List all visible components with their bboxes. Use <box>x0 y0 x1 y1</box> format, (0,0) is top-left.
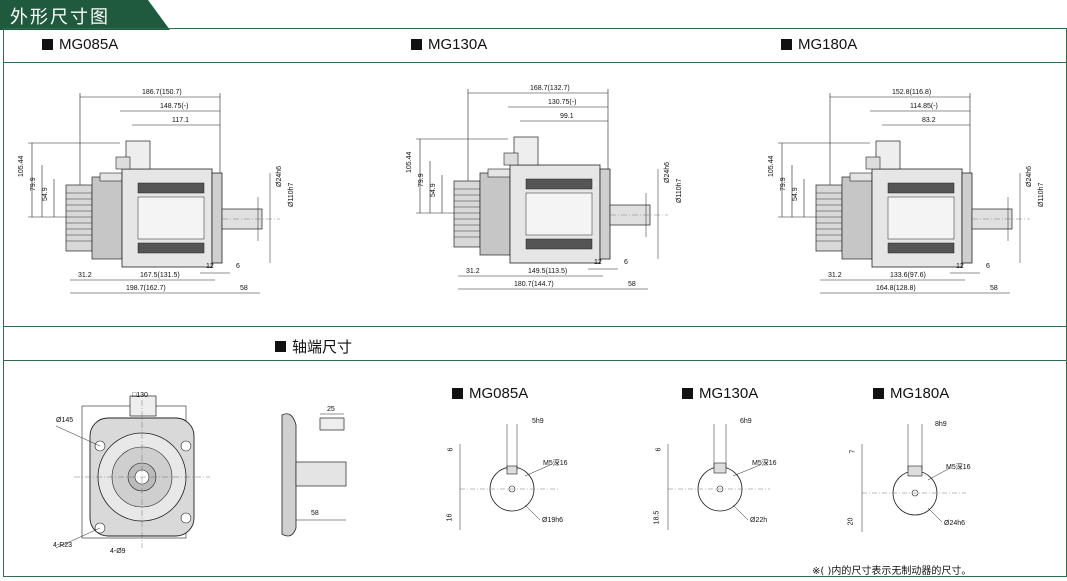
shaft-end-label-3: MG180A <box>873 385 949 402</box>
motor3-dim-left: 31.2 <box>828 272 842 279</box>
end2-thread: M5深16 <box>752 460 777 467</box>
front-flange-view <box>55 395 210 549</box>
side-shaft-dim: 58 <box>311 510 319 517</box>
motor1-dim-left: 31.2 <box>78 272 92 279</box>
model-label-1: MG085A <box>42 36 118 53</box>
end1-key: 5h9 <box>532 418 544 425</box>
bullet-square-icon <box>781 39 792 50</box>
motor3-dim-inner: 83.2 <box>922 117 936 124</box>
end1-dia: Ø19h6 <box>542 517 564 524</box>
bullet-square-icon <box>873 388 884 399</box>
bullet-square-icon <box>411 39 422 50</box>
motor2-dim-left: 31.2 <box>466 268 480 275</box>
end1-thread: M5深16 <box>543 460 568 467</box>
motor3-dim-d12: 12 <box>956 263 964 270</box>
front-radius-dim: 4-R23 <box>53 542 73 549</box>
shaft-end-1 <box>459 424 560 530</box>
motor3-dim-shaft_len: 58 <box>990 285 998 292</box>
motor3-dim-overall: 152.8(116.8) <box>892 89 932 96</box>
end2-dia: Ø22h <box>750 517 768 524</box>
motor1-dim-total: 198.7(162.7) <box>126 285 166 292</box>
shaft-end-2 <box>667 424 770 530</box>
front-pcd-dim: Ø145 <box>56 417 74 424</box>
motor2-dim-body: 149.5(113.5) <box>528 268 568 275</box>
end1-top: 6 <box>447 447 455 452</box>
end3-thread: M5深16 <box>946 464 971 471</box>
motor1-dim-body: 167.5(131.5) <box>140 272 180 279</box>
model-label-3: MG180A <box>781 36 857 53</box>
motor2-dim-d6: 6 <box>624 259 628 266</box>
end3-top: 7 <box>849 449 857 454</box>
section-title-tab <box>0 0 170 30</box>
end2-top: 6 <box>655 447 663 452</box>
motor1-dim-shaft_len: 58 <box>240 285 248 292</box>
motor1-dim-d12: 12 <box>206 263 214 270</box>
motor3-dim-body: 133.6(97.6) <box>890 272 926 279</box>
motor3-dim-d6: 6 <box>986 263 990 270</box>
side-shaft-view <box>281 413 347 537</box>
end1-bottom: 16 <box>446 513 454 522</box>
motor1-dim-d6: 6 <box>236 263 240 270</box>
shaft-end-label-2: MG130A <box>682 385 758 402</box>
motor2-dim-mid: 130.75(-) <box>548 99 577 106</box>
end3-key: 8h9 <box>935 421 947 428</box>
end3-dia: Ø24h6 <box>944 520 966 527</box>
shaft-end-3 <box>861 424 966 532</box>
motor1-dim-mid: 148.75(-) <box>160 103 189 110</box>
shaft-header-separator <box>3 360 1067 361</box>
model-label-2: MG130A <box>411 36 487 53</box>
side-key-dim: 25 <box>327 406 335 413</box>
section-separator <box>3 326 1067 327</box>
end2-bottom: 18.5 <box>653 510 661 525</box>
front-holes-dim: 4-Ø9 <box>110 548 126 555</box>
motor3-dim-mid: 114.85(-) <box>910 103 938 110</box>
front-square-dim: □130 <box>132 392 148 399</box>
footnote: ※( )内的尺寸表示无制动器的尺寸。 <box>812 566 972 577</box>
motor2-dim-shaft_len: 58 <box>628 281 636 288</box>
bullet-square-icon <box>275 341 286 352</box>
motor3-dim-total: 164.8(128.8) <box>876 285 916 292</box>
bullet-square-icon <box>682 388 693 399</box>
end3-bottom: 20 <box>847 517 855 526</box>
bullet-square-icon <box>452 388 463 399</box>
motor2-dim-total: 180.7(144.7) <box>514 281 554 288</box>
end2-key: 6h9 <box>740 418 752 425</box>
shaft-section-title: 轴端尺寸 <box>275 336 352 357</box>
motor1-dim-overall: 186.7(150.7) <box>142 89 182 96</box>
motor1-dim-inner: 117.1 <box>172 117 189 124</box>
bullet-square-icon <box>42 39 53 50</box>
section-title: 外形尺寸图 <box>10 7 110 28</box>
motor2-dim-inner: 99.1 <box>560 113 574 120</box>
motor2-dim-d12: 12 <box>594 259 602 266</box>
header-separator <box>3 62 1067 63</box>
motor2-dim-overall: 168.7(132.7) <box>530 85 570 92</box>
shaft-end-label-1: MG085A <box>452 385 528 402</box>
